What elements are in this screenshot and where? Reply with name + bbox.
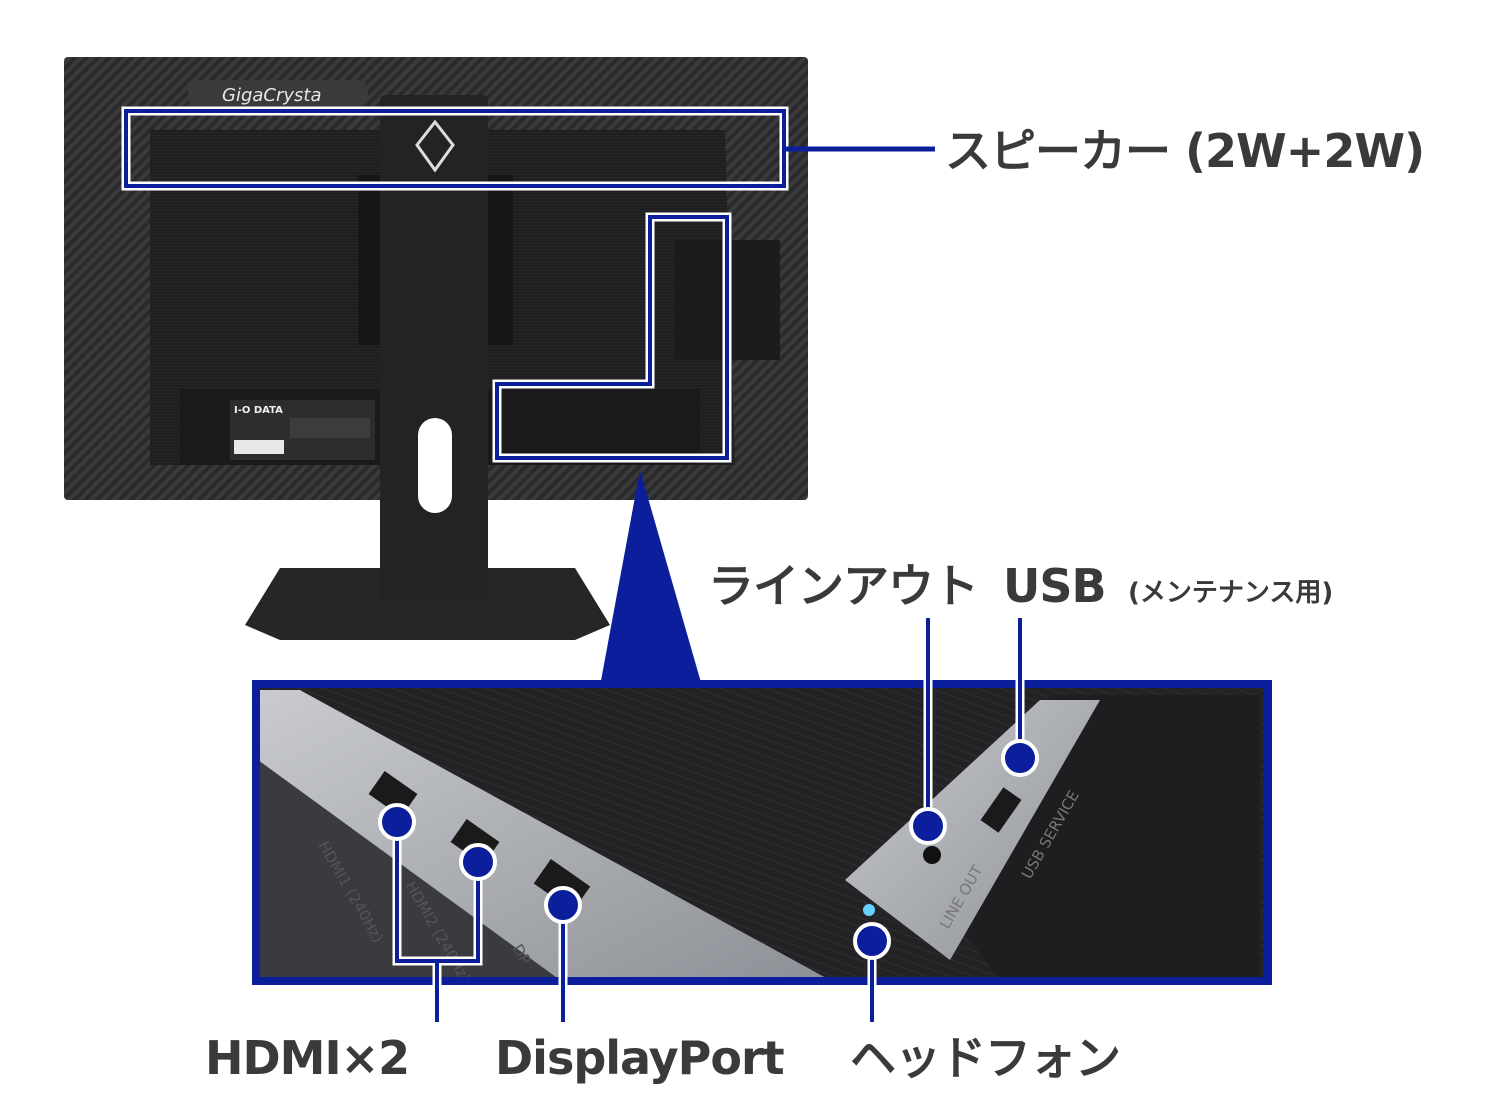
hdmi-label: HDMI×2	[205, 1031, 410, 1085]
brand-label: I-O DATA	[234, 405, 283, 416]
port-area-highlight	[492, 212, 732, 686]
line-out-marker	[909, 807, 947, 845]
line-out-label: ラインアウト	[708, 559, 979, 613]
stand-base	[245, 568, 610, 640]
spec-label: I-O DATA	[230, 400, 375, 460]
speaker-highlight	[121, 106, 935, 191]
hdmi2-marker	[459, 843, 497, 881]
displayport-label: DisplayPort	[495, 1031, 785, 1085]
hdmi1-marker	[378, 803, 416, 841]
headphone-label: ヘッドフォン	[850, 1031, 1121, 1085]
displayport-marker	[544, 886, 582, 924]
usb-label: USB	[1003, 559, 1107, 613]
speaker-label: スピーカー (2W+2W)	[945, 124, 1425, 178]
monitor-back-image: I-O DATA GigaCrysta	[64, 57, 808, 640]
usb-marker	[1001, 739, 1039, 777]
logo-text: GigaCrysta	[222, 85, 322, 106]
gigacrysta-logo: GigaCrysta	[188, 80, 368, 108]
gigacrysta-emblem-icon	[415, 119, 455, 173]
stand-neck	[380, 95, 488, 600]
headphone-marker	[853, 922, 891, 960]
usb-note-label: (メンテナンス用)	[1128, 578, 1334, 608]
